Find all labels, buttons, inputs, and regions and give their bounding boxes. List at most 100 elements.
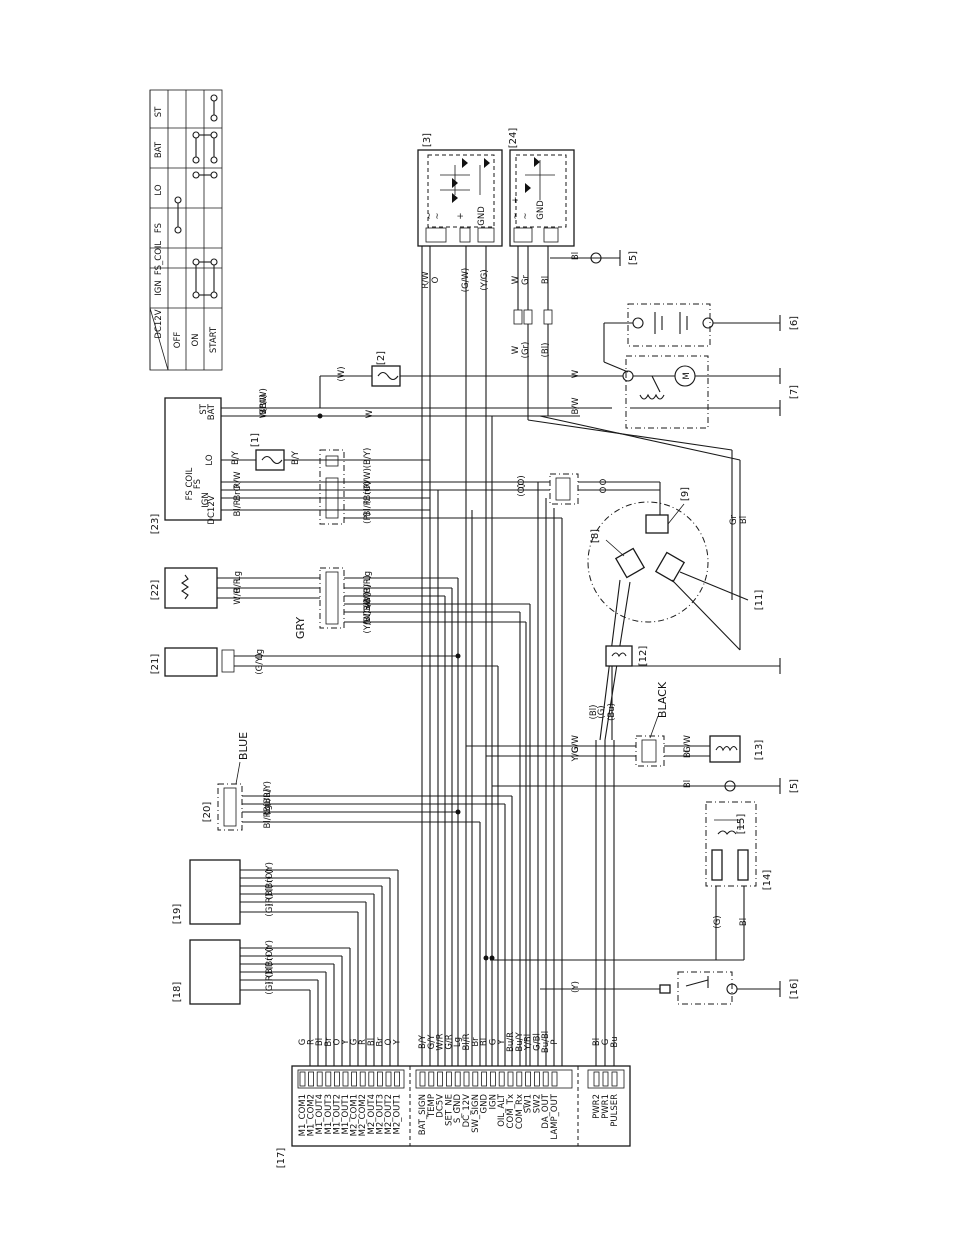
motor-19: [19] (Y) (O) (Br) (Bl) (R) (G) bbox=[172, 859, 398, 925]
ecu-pin bbox=[325, 1071, 332, 1087]
ecu-pin-label: DC_12V bbox=[462, 1094, 472, 1128]
ecu-pin-label: S_GND bbox=[453, 1094, 463, 1124]
wire-bl-13: Bl bbox=[683, 750, 693, 758]
reg24-wire2-gr: (Gr) bbox=[521, 342, 531, 359]
fuse-1: [1] B/Y bbox=[250, 433, 301, 471]
ref-12: [12] bbox=[638, 646, 649, 667]
ecu-wire-label: B/Y bbox=[418, 1034, 428, 1049]
ecu-wire-label: G bbox=[350, 1039, 360, 1046]
wire-by-fuse: B/Y bbox=[291, 450, 301, 465]
reg3-pin-ac2: ~ bbox=[433, 212, 443, 219]
switch-col-ign: IGN bbox=[154, 280, 164, 295]
ecu-pin bbox=[316, 1071, 323, 1087]
c21-wire-gy: (G/Y) bbox=[255, 653, 265, 674]
regulator-3: [3] ~ ~ + GND R/W O (G/W) (Y/G) bbox=[417, 133, 503, 292]
wire-bl-5b: Bl bbox=[683, 780, 693, 788]
connector-gry: GRY bbox=[294, 617, 307, 639]
wire-bl-5a: Bl bbox=[571, 252, 581, 260]
ecu-pin bbox=[394, 1071, 401, 1087]
sensor-12: [12] bbox=[605, 645, 781, 740]
switch-col-bat: BAT bbox=[154, 141, 164, 158]
reg24-wire-bl: Bl bbox=[541, 276, 551, 284]
ecu-wire-label: Bl bbox=[315, 1038, 325, 1046]
reg3-pin-ac1: ~ bbox=[425, 212, 435, 219]
ecu-pin bbox=[428, 1071, 435, 1087]
switch-row-on: ON bbox=[191, 333, 201, 346]
m19-wire-bl: (Bl) bbox=[265, 885, 275, 900]
c23-pin-ign: IGN bbox=[201, 492, 211, 507]
ecu-wire-label: G bbox=[488, 1039, 498, 1046]
regulator-24: [24] ~ ~ + GND W Gr Bl Bl [5] W (Gr) (Bl… bbox=[508, 128, 639, 359]
main-harness bbox=[421, 246, 563, 1066]
ground-5b: Bl [5] bbox=[492, 778, 800, 794]
wire-bw-starter: B/W bbox=[571, 397, 581, 415]
ecu-wire-label: Y/Bl bbox=[524, 1034, 534, 1051]
m18-wire-o: (O) bbox=[265, 947, 275, 960]
ecu-wire-label: R bbox=[358, 1039, 368, 1045]
ecu-wire-label: Y bbox=[497, 1039, 507, 1046]
c23-wire-rw: R/W bbox=[233, 471, 243, 489]
wire-w-bat: W bbox=[365, 409, 375, 418]
ref-23: [23] bbox=[150, 514, 161, 535]
ecu-pin-label: M1_OUT4 bbox=[315, 1094, 325, 1135]
connector-blue: BLUE bbox=[237, 732, 250, 760]
wire-bl-14: Bl bbox=[739, 918, 749, 926]
c23-pin-lo: LO bbox=[205, 454, 215, 465]
ref-14: [14] bbox=[762, 870, 773, 891]
ecu-pin-label: GND bbox=[480, 1094, 490, 1114]
ecu-wire-label: Bu/Y bbox=[515, 1032, 525, 1052]
ecu-pin bbox=[534, 1071, 540, 1087]
c20-wire-buy: (Bu/Y) bbox=[263, 781, 273, 807]
switch-col-st: ST bbox=[154, 106, 164, 117]
ecu-pin-label: SET_NE bbox=[444, 1094, 454, 1126]
ecu-pin-label: COM_Rx bbox=[515, 1094, 525, 1129]
ecu-pin-label: OIL_ALT bbox=[497, 1093, 507, 1127]
ecu-pin-label: PWR2 bbox=[592, 1094, 602, 1119]
ecu-pin-label: M2_OUT4 bbox=[367, 1094, 377, 1135]
ecu-pin bbox=[611, 1071, 618, 1087]
wire-g-14: (G) bbox=[713, 915, 723, 928]
c23-wire-w: W bbox=[259, 409, 269, 418]
m19-wire-y: (Y) bbox=[265, 862, 275, 874]
ref-22: [22] bbox=[150, 580, 161, 601]
ref-11: [11] bbox=[754, 590, 765, 611]
ecu-wire-label: Bu/R bbox=[506, 1032, 516, 1052]
c20-wire-blr: Bl/R bbox=[263, 811, 273, 828]
ecu-pin-label: COM_Tx bbox=[506, 1094, 516, 1128]
m18-wire-br: (Br) bbox=[265, 954, 275, 970]
ecu-pin bbox=[351, 1071, 358, 1087]
wire-gw: G/W bbox=[571, 734, 581, 752]
motor-label: M bbox=[682, 372, 692, 379]
ref-17: [17] bbox=[276, 1148, 287, 1169]
reg24-wire-w: W bbox=[511, 275, 521, 284]
reg3-pin-gnd: GND bbox=[477, 206, 487, 226]
reg24-wire2-bl: (Bl) bbox=[541, 343, 551, 358]
ref-19: [19] bbox=[172, 904, 183, 925]
ref-3: [3] bbox=[422, 133, 433, 147]
ref-21: [21] bbox=[150, 654, 161, 675]
ecu-wire-label: Br bbox=[324, 1037, 334, 1047]
ecu-wire-label: Br bbox=[375, 1037, 385, 1047]
c23-wire-o: O bbox=[233, 484, 243, 491]
m19-wire-r: (R) bbox=[265, 894, 275, 907]
c22-harness-lg: Lg bbox=[363, 571, 373, 581]
wire-bl-paren: (Bl) bbox=[589, 705, 599, 720]
ecu-wire-label: Bl bbox=[367, 1038, 377, 1046]
c22-wire-gr: G/R bbox=[233, 578, 243, 593]
ecu-labels: M1_COM1GM1_COM2RM1_OUT4BlM1_OUT3BrM1_OUT… bbox=[298, 1031, 620, 1140]
harness-junctions bbox=[317, 413, 495, 961]
switch-col-fs: FS bbox=[154, 223, 164, 233]
ecu-pin bbox=[602, 1071, 609, 1087]
ref-16: [16] bbox=[789, 979, 800, 1000]
wire-w-paren: (W) bbox=[337, 366, 347, 381]
flywheel-area: (O) (O) O O [9] [8] [11] Gr Bl bbox=[430, 324, 765, 741]
c20-wire-bur: (Bu/R) bbox=[263, 789, 273, 816]
wire-gw-13: G/W bbox=[683, 734, 693, 752]
m19-wire-g: (G) bbox=[265, 903, 275, 916]
wire-yg: Y/G bbox=[571, 747, 581, 763]
c23-pin-fscoil: FS COIL bbox=[185, 467, 195, 500]
switch-table: ST BAT LO FS FS_COIL IGN DC12V OFF ON ST… bbox=[149, 89, 223, 371]
ecu-pin bbox=[376, 1071, 383, 1087]
ecu-pin-label: M2_OUT3 bbox=[375, 1094, 385, 1135]
